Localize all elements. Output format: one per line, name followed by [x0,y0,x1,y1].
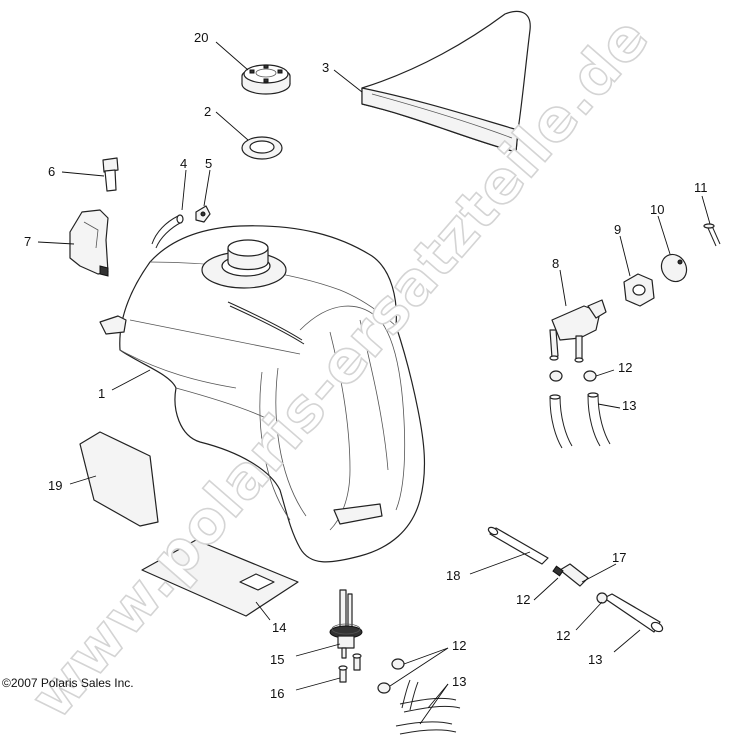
callout-7: 7 [24,234,31,249]
callout-14: 14 [272,620,286,635]
callout-12-d: 12 [452,638,466,653]
callout-17: 17 [612,550,626,565]
callout-13-c: 13 [452,674,466,689]
callout-4: 4 [180,156,187,171]
part-9-nut [623,273,655,307]
part-4-vent-hose [151,214,184,249]
copyright-notice: ©2007 Polaris Sales Inc. [2,676,134,690]
callout-5: 5 [205,156,212,171]
part-17-fuel-filter [552,563,589,587]
callout-13-b: 13 [588,652,602,667]
callout-12-c: 12 [556,628,570,643]
part-10-knob [660,253,688,283]
callout-1: 1 [98,386,105,401]
part-5-vent-fitting [195,205,211,223]
part-20-filler-cap [241,64,291,95]
callout-labels: 20 3 2 6 4 5 7 1 19 8 9 10 11 12 13 18 1… [24,30,708,701]
part-13-hose-lower-right [596,592,664,633]
callout-3: 3 [322,60,329,75]
callout-13-a: 13 [622,398,636,413]
part-14-shield-plate [141,539,299,617]
callout-12-b: 12 [516,592,530,607]
part-12-clamps-right [549,370,597,382]
part-2-gasket-ring [241,136,283,160]
callout-10: 10 [650,202,664,217]
part-12-13-lower-hoses [377,658,461,735]
part-7-bracket [69,209,109,277]
part-8-fuel-valve [549,299,607,363]
part-19-pad [79,431,159,527]
callout-2: 2 [204,104,211,119]
leader-lines [37,41,711,725]
part-15-fuel-valve [329,589,363,659]
part-3-seat-pad [361,10,531,153]
callout-11: 11 [694,180,708,195]
callout-19: 19 [48,478,62,493]
part-18-tube [487,526,549,565]
callout-8: 8 [552,256,559,271]
callout-16: 16 [270,686,284,701]
part-6-bolt [102,157,119,192]
callout-12-a: 12 [618,360,632,375]
part-16-screws [338,653,362,683]
callout-9: 9 [614,222,621,237]
callout-6: 6 [48,164,55,179]
part-11-screw [703,223,721,247]
callout-18: 18 [446,568,460,583]
callout-20: 20 [194,30,208,45]
part-1-fuel-tank [99,225,426,563]
callout-15: 15 [270,652,284,667]
part-13-hoses-right [549,392,611,449]
